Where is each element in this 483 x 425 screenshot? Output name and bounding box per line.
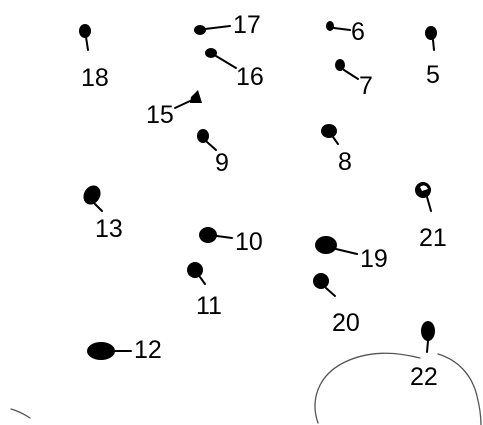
leader-line	[326, 288, 335, 296]
leader-line	[175, 101, 190, 108]
point-label: 16	[236, 63, 264, 91]
point-7: 7	[335, 59, 373, 100]
dot	[79, 24, 91, 38]
point-label: 15	[146, 101, 174, 129]
dot	[187, 262, 203, 278]
point-label: 12	[134, 336, 162, 364]
point-9: 9	[197, 129, 229, 177]
leader-line	[344, 70, 358, 79]
dot	[421, 321, 435, 341]
leader-line	[205, 26, 230, 29]
point-20: 20	[313, 273, 360, 337]
leader-line	[86, 37, 88, 50]
outline-curve	[438, 354, 481, 425]
point-13: 13	[80, 182, 123, 243]
leader-line	[433, 40, 434, 50]
point-label: 20	[332, 309, 360, 337]
dot	[425, 26, 437, 40]
point-label: 22	[410, 363, 438, 391]
leader-line	[427, 341, 428, 352]
outline-curve	[11, 409, 30, 418]
leader-line	[216, 56, 236, 68]
dot	[326, 21, 334, 31]
point-label: 6	[351, 18, 365, 46]
point-18: 18	[79, 24, 109, 92]
point-label: 8	[338, 148, 352, 176]
point-label: 18	[81, 64, 109, 92]
dot	[194, 25, 206, 35]
point-11: 11	[187, 262, 222, 320]
point-16: 16	[205, 48, 264, 91]
point-label: 21	[419, 224, 447, 252]
dot	[190, 90, 202, 103]
leader-line	[217, 236, 232, 238]
dot	[199, 227, 217, 243]
leader-line	[333, 137, 338, 144]
leader-line	[336, 249, 357, 254]
point-12: 12	[87, 336, 162, 364]
point-label: 5	[426, 61, 440, 89]
point-8: 8	[321, 124, 352, 176]
leader-line	[200, 277, 205, 284]
point-5: 5	[425, 26, 440, 89]
point-label: 9	[215, 149, 229, 177]
outline-curve	[315, 353, 420, 423]
point-21: 21	[415, 182, 447, 252]
dot	[87, 342, 115, 360]
point-label: 17	[233, 11, 261, 39]
point-label: 13	[95, 215, 123, 243]
dot	[197, 129, 209, 143]
point-label: 7	[359, 72, 373, 100]
point-label: 19	[360, 245, 388, 273]
dot	[321, 124, 337, 138]
point-17: 17	[194, 11, 261, 39]
dot	[315, 236, 337, 254]
point-6: 6	[326, 18, 365, 46]
point-19: 19	[315, 236, 388, 273]
leader-line	[334, 28, 350, 30]
dot	[313, 273, 329, 289]
point-10: 10	[199, 227, 263, 256]
leader-line	[95, 204, 102, 211]
point-15: 15	[146, 90, 202, 129]
dot	[80, 182, 104, 207]
point-label: 11	[196, 292, 222, 320]
point-label: 10	[235, 228, 263, 256]
leader-line	[427, 197, 431, 211]
